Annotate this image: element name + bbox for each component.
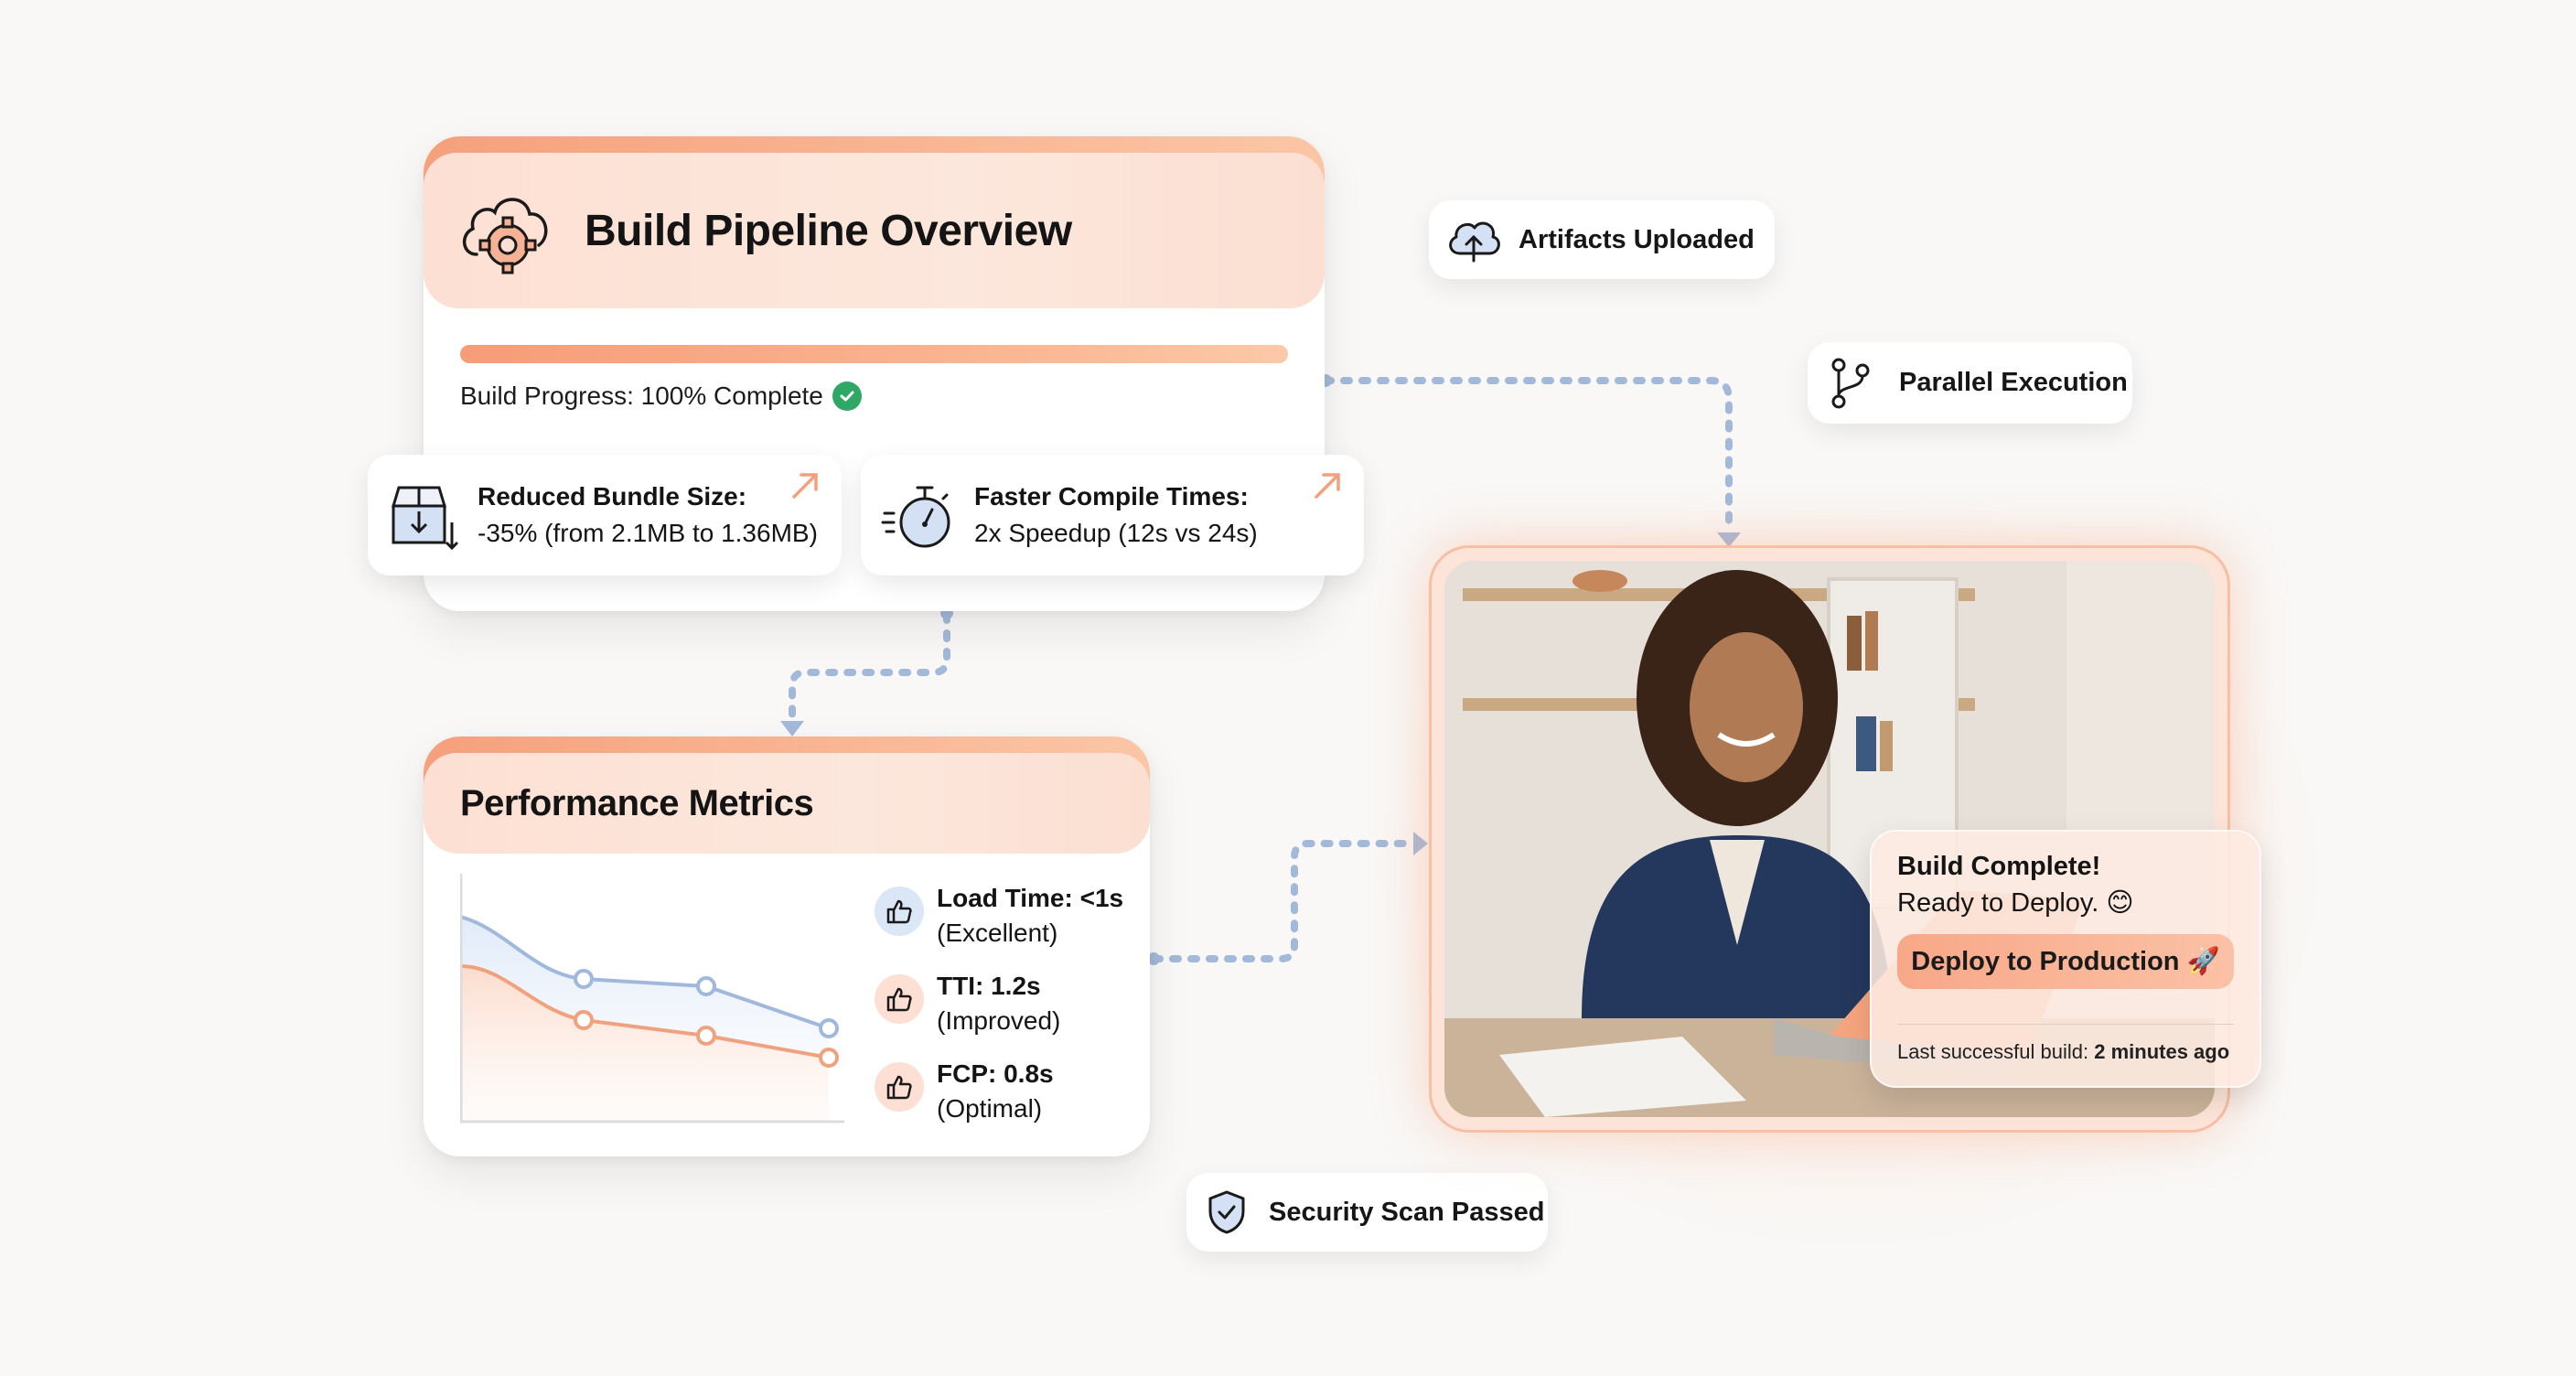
legend-status: (Improved)	[937, 1006, 1061, 1035]
box-download-icon	[388, 478, 461, 552]
thumbs-up-icon	[875, 974, 924, 1024]
last-build-time: 2 minutes ago	[2094, 1040, 2230, 1063]
performance-chart	[460, 874, 844, 1123]
performance-legend: Load Time: <1s (Excellent) TTI: 1.2s (Im…	[875, 881, 1140, 1146]
legend-item-load-time: Load Time: <1s (Excellent)	[875, 881, 1123, 951]
last-build-info: Last successful build: 2 minutes ago	[1897, 1040, 2229, 1064]
performance-header: Performance Metrics	[424, 753, 1150, 854]
cloud-upload-icon	[1445, 217, 1502, 263]
build-progress-status: Build Progress: 100% Complete	[460, 382, 862, 411]
build-progress-bar	[460, 345, 1288, 363]
build-complete-toast: Build Complete! Ready to Deploy. 😊 Deplo…	[1870, 830, 2261, 1088]
legend-item-fcp: FCP: 0.8s (Optimal)	[875, 1057, 1054, 1126]
metric-label: Faster Compile Times:	[974, 482, 1249, 511]
last-build-label: Last successful build:	[1897, 1040, 2095, 1063]
cloud-gear-icon	[456, 185, 555, 276]
pipeline-title: Build Pipeline Overview	[585, 206, 1072, 255]
build-progress-label: Build Progress: 100% Complete	[460, 382, 823, 410]
deploy-button-label: Deploy to Production 🚀	[1911, 947, 2220, 976]
toast-title: Build Complete!	[1897, 852, 2101, 881]
legend-label: TTI: 1.2s	[937, 972, 1041, 1000]
check-circle-icon	[832, 382, 862, 411]
badge-parallel-execution: Parallel Execution	[1808, 342, 2132, 424]
arrow-up-right-icon	[1313, 469, 1344, 505]
badge-artifacts-uploaded: Artifacts Uploaded	[1429, 200, 1775, 279]
pipeline-header: Build Pipeline Overview	[424, 153, 1325, 308]
stopwatch-icon	[881, 478, 958, 552]
shield-check-icon	[1207, 1189, 1247, 1235]
legend-label: FCP: 0.8s	[937, 1059, 1054, 1088]
toast-subtitle: Ready to Deploy. 😊	[1897, 888, 2134, 918]
legend-label: Load Time: <1s	[937, 884, 1124, 912]
git-branch-icon	[1831, 358, 1872, 409]
metric-card-bundle-size: Reduced Bundle Size: -35% (from 2.1MB to…	[368, 455, 842, 575]
toast-divider	[1897, 1024, 2234, 1025]
thumbs-up-icon	[875, 1062, 924, 1112]
legend-status: (Excellent)	[937, 919, 1058, 947]
badge-security-scan: Security Scan Passed	[1186, 1173, 1548, 1252]
thumbs-up-icon	[875, 887, 924, 936]
metric-value: 2x Speedup (12s vs 24s)	[974, 519, 1258, 547]
performance-metrics-card: Performance Metrics	[424, 736, 1150, 1156]
legend-item-tti: TTI: 1.2s (Improved)	[875, 969, 1060, 1038]
metric-value: -35% (from 2.1MB to 1.36MB)	[478, 519, 818, 547]
metric-card-compile-time: Faster Compile Times: 2x Speedup (12s vs…	[861, 455, 1364, 575]
badge-label: Artifacts Uploaded	[1519, 224, 1755, 254]
metric-label: Reduced Bundle Size:	[478, 482, 747, 511]
deploy-to-production-button[interactable]: Deploy to Production 🚀	[1897, 934, 2234, 989]
arrow-up-right-icon	[790, 469, 821, 505]
legend-status: (Optimal)	[937, 1094, 1043, 1123]
badge-label: Security Scan Passed	[1269, 1197, 1545, 1227]
performance-title: Performance Metrics	[460, 782, 814, 823]
badge-label: Parallel Execution	[1899, 368, 2128, 397]
